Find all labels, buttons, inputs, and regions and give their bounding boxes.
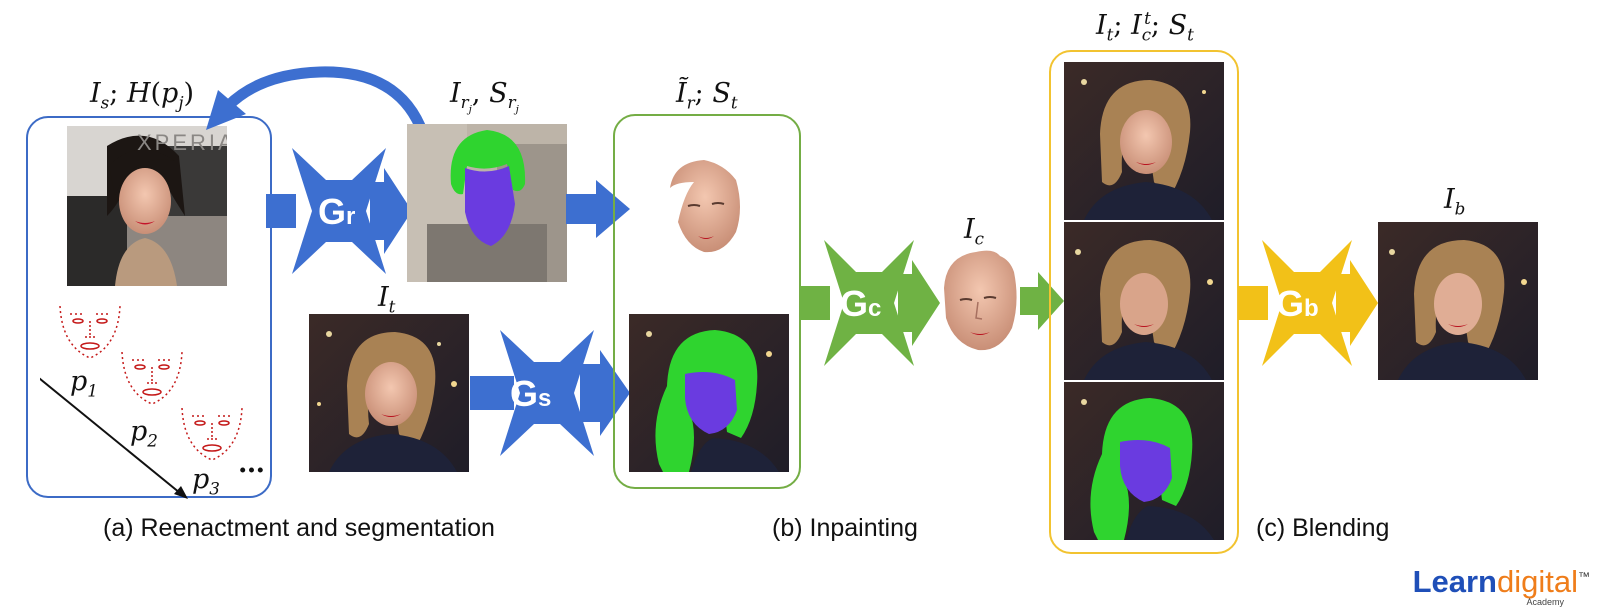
source-panel — [26, 116, 272, 498]
svg-text:Gs: Gs — [510, 373, 551, 414]
blended-image — [1378, 222, 1538, 380]
blending-generator: Gb — [1238, 240, 1378, 366]
landmark-p1: p1 — [70, 366, 98, 401]
logo-academy: Academy — [1526, 597, 1564, 607]
blend-input-label: It; Ict; St — [1096, 8, 1194, 45]
reenactment-generator: Gr — [266, 148, 412, 274]
landmark-p2: p2 — [130, 416, 158, 451]
caption-b: (b) Inpainting — [772, 514, 918, 542]
source-image: XPERIA — [67, 126, 227, 286]
logo-learn: Learn — [1412, 564, 1497, 599]
landmark-p3: p3 — [192, 464, 220, 499]
target-label: It — [378, 282, 396, 317]
inpaint-input-label: Ĩr; St — [676, 78, 738, 113]
inpainting-generator: Gc — [800, 240, 940, 366]
partial-face-image — [670, 160, 740, 253]
blend-transferred-image — [1064, 222, 1224, 380]
blended-label: Ib — [1444, 184, 1466, 219]
target-image — [309, 314, 469, 472]
ellipsis: … — [238, 448, 265, 479]
caption-a: (a) Reenactment and segmentation — [103, 514, 495, 542]
segmented-target-image — [629, 314, 789, 472]
source-label: Is; H(pj) — [90, 78, 195, 113]
logo-tm: ™ — [1578, 569, 1590, 584]
caption-c: (c) Blending — [1256, 514, 1390, 542]
blend-target-image — [1064, 62, 1224, 220]
curved-arrow-icon — [206, 66, 426, 132]
svg-text:Gc: Gc — [840, 283, 881, 324]
watermark-text: XPERIA — [137, 130, 227, 155]
blend-mask-image — [1064, 382, 1224, 540]
reenacted-image — [407, 124, 567, 282]
completed-label: Ic — [964, 214, 985, 249]
svg-text:Gr: Gr — [318, 191, 355, 232]
landmark-faces — [40, 305, 243, 499]
completed-face-image — [944, 250, 1017, 351]
svg-text:Gb: Gb — [1276, 283, 1319, 324]
reenacted-label: Irj, Srj — [450, 78, 519, 116]
segmentation-generator: Gs — [470, 330, 630, 456]
logo-digital: digital — [1497, 564, 1578, 599]
arrow-right-icon — [1020, 272, 1064, 330]
learndigital-logo: Learndigital™ Academy — [1412, 564, 1590, 607]
landmark-face-icon — [59, 305, 243, 461]
